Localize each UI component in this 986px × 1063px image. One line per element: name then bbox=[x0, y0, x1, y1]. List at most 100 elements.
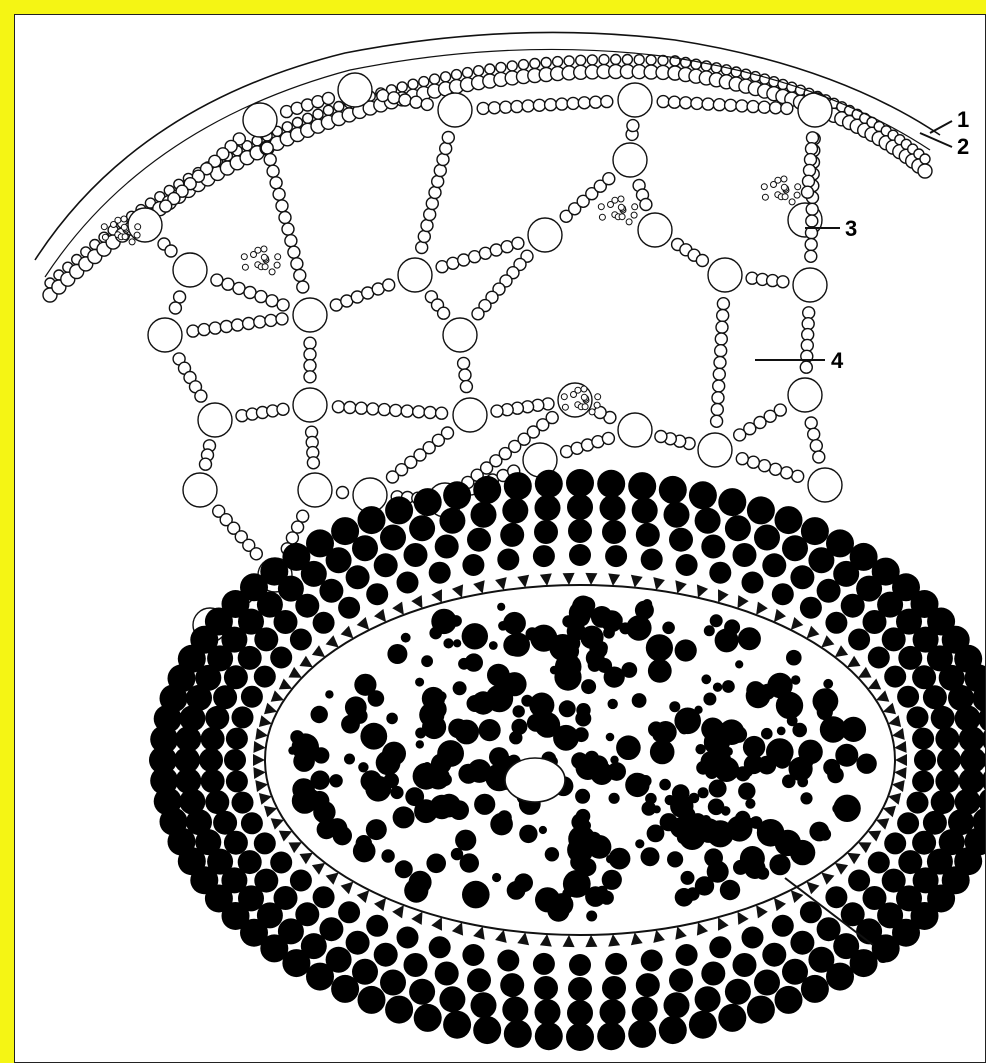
cortex-cell bbox=[618, 413, 652, 447]
stele-inner-cell bbox=[589, 640, 607, 658]
endodermis-tooth bbox=[585, 935, 597, 947]
endodermis-tooth bbox=[312, 863, 325, 875]
cortex-cell bbox=[781, 467, 793, 479]
stele-outer-cell bbox=[502, 498, 528, 524]
epidermis-cell bbox=[611, 55, 621, 65]
cortex-cell bbox=[390, 404, 402, 416]
stele-outer-cell bbox=[374, 553, 398, 577]
stele-outer-cell bbox=[282, 543, 310, 571]
endodermis-tooth bbox=[392, 905, 404, 918]
stele-outer-cell bbox=[502, 997, 528, 1023]
stele-inner-cell bbox=[818, 828, 831, 841]
endodermis-tooth bbox=[888, 715, 901, 727]
stele-outer-cell bbox=[725, 515, 751, 541]
stele-outer-cell bbox=[397, 572, 419, 594]
stele-inner-cell bbox=[733, 860, 748, 875]
stele-outer-cell bbox=[775, 986, 803, 1014]
stele-outer-cell bbox=[605, 545, 627, 567]
stele-inner-cell bbox=[545, 847, 559, 861]
stele-outer-cell bbox=[533, 545, 555, 567]
stele-inner-cell bbox=[655, 721, 677, 743]
cortex-cell bbox=[698, 433, 732, 467]
cluster-cell bbox=[598, 204, 604, 210]
endodermis-tooth bbox=[791, 617, 804, 630]
endodermis-tooth bbox=[341, 626, 354, 639]
stele-inner-cell bbox=[842, 723, 855, 736]
cortex-cell bbox=[429, 187, 441, 199]
cortex-cell bbox=[442, 132, 454, 144]
cortex-cell bbox=[187, 325, 199, 337]
stele-outer-cell bbox=[462, 554, 484, 576]
stele-inner-cell bbox=[738, 627, 761, 650]
stele-outer-cell bbox=[226, 770, 248, 792]
cluster-cell bbox=[134, 232, 140, 238]
stele-outer-cell bbox=[443, 1011, 471, 1039]
epidermis-cell bbox=[441, 72, 451, 82]
cluster-cell bbox=[619, 214, 625, 220]
endodermis-tooth bbox=[264, 806, 277, 818]
cortex-cell bbox=[708, 258, 742, 292]
stele-inner-cell bbox=[606, 733, 615, 742]
cortex-cell bbox=[805, 239, 817, 251]
stele-outer-cell bbox=[695, 986, 721, 1012]
epidermis-cell bbox=[564, 56, 574, 66]
cortex-cell bbox=[472, 308, 484, 320]
cortex-cell bbox=[477, 102, 489, 114]
stele-inner-cell bbox=[458, 764, 478, 784]
stele-outer-cell bbox=[435, 962, 459, 986]
cortex-cell bbox=[567, 97, 579, 109]
endodermis-tooth bbox=[255, 780, 268, 792]
stele-inner-cell bbox=[401, 633, 411, 643]
stele-inner-cell bbox=[423, 762, 432, 771]
stele-inner-cell bbox=[667, 851, 683, 867]
stele-inner-cell bbox=[701, 674, 711, 684]
stele-inner-cell bbox=[497, 810, 512, 825]
stele-outer-cell bbox=[254, 666, 276, 688]
stele-outer-cell bbox=[270, 647, 292, 669]
stele-inner-cell bbox=[604, 667, 625, 688]
stele-inner-cell bbox=[559, 700, 576, 717]
cluster-cell bbox=[571, 392, 577, 398]
stele-outer-cell bbox=[689, 1011, 717, 1039]
stele-inner-cell bbox=[791, 675, 800, 684]
stele-outer-cell bbox=[636, 523, 660, 547]
stele-inner-cell bbox=[776, 692, 803, 719]
stele-outer-cell bbox=[718, 488, 746, 516]
stele-outer-cell bbox=[331, 517, 359, 545]
endodermis-tooth bbox=[858, 842, 871, 853]
cortex-cell bbox=[758, 101, 770, 113]
endodermis-tooth bbox=[718, 589, 729, 602]
stele-inner-cell bbox=[310, 771, 329, 790]
stele-inner-cell bbox=[345, 696, 367, 718]
epidermis-cell bbox=[303, 113, 313, 123]
endodermis-tooth bbox=[259, 715, 272, 727]
cluster-cell bbox=[582, 404, 588, 410]
stele-inner-cell bbox=[662, 622, 675, 635]
stele bbox=[149, 469, 986, 1051]
cortex-cell bbox=[198, 403, 232, 437]
cortex-cell bbox=[200, 458, 212, 470]
stele-outer-cell bbox=[535, 999, 561, 1025]
cluster-cell bbox=[561, 394, 567, 400]
stele-inner-cell bbox=[341, 715, 360, 734]
stele-outer-cell bbox=[232, 706, 254, 728]
endodermis-tooth bbox=[791, 890, 804, 903]
endodermis-tooth bbox=[279, 679, 292, 690]
endodermis-tooth bbox=[253, 767, 265, 779]
stele-outer-cell bbox=[313, 886, 335, 908]
stele-outer-cell bbox=[201, 727, 225, 751]
stele-inner-cell bbox=[606, 855, 615, 864]
epidermis-cell bbox=[622, 55, 632, 65]
stele-inner-cell bbox=[395, 860, 413, 878]
stele-outer-cell bbox=[676, 944, 698, 966]
stele-outer-cell bbox=[473, 476, 501, 504]
cortex-cell bbox=[638, 213, 672, 247]
epidermis-cell bbox=[519, 60, 529, 70]
stele-inner-cell bbox=[492, 873, 501, 882]
cortex-cell bbox=[436, 407, 448, 419]
cortex-cell bbox=[802, 186, 814, 198]
stele-inner-cell bbox=[608, 699, 618, 709]
cluster-cell bbox=[782, 194, 788, 200]
cortex-cell bbox=[387, 471, 399, 483]
cortex-cell bbox=[293, 388, 327, 422]
